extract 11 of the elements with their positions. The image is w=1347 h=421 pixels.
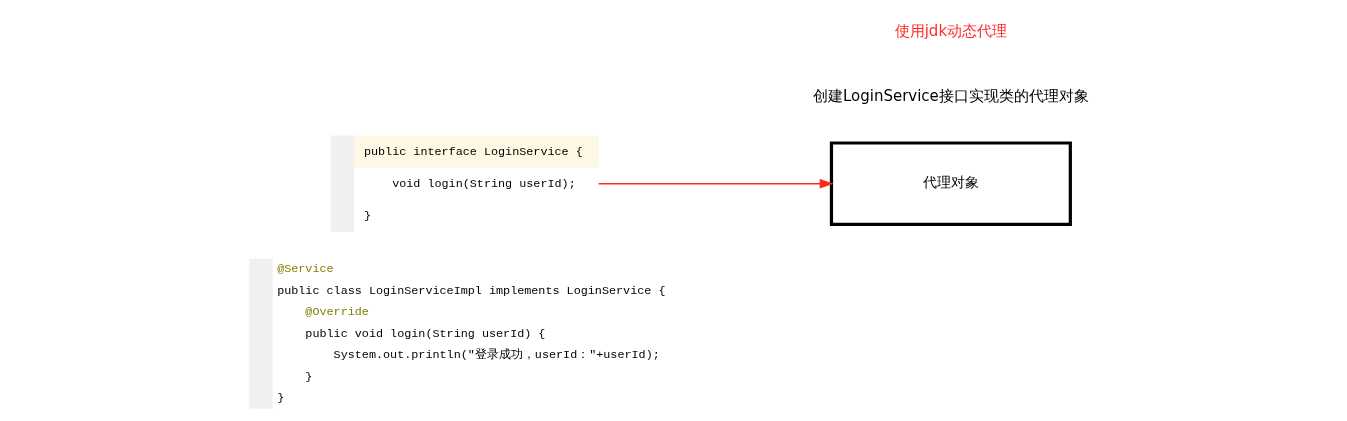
node-label: public class LoginServiceImpl implements LoginService {: [276, 283, 665, 298]
node-box: 代理对象: [829, 141, 1072, 227]
node-label: @Override: [304, 305, 369, 320]
node-label: System.out.println("登录成功，userId："+userId);: [333, 348, 660, 363]
node-label: }: [276, 390, 284, 405]
node-label: @Service: [276, 262, 334, 277]
node-label: }: [304, 369, 312, 384]
label: 使用jdk动态代理: [894, 21, 1007, 40]
node-label: 创建LoginService接口实现类的代理对象: [812, 86, 1089, 105]
node-label: public void login(String userId) {: [304, 326, 545, 341]
arrow: [597, 178, 834, 189]
